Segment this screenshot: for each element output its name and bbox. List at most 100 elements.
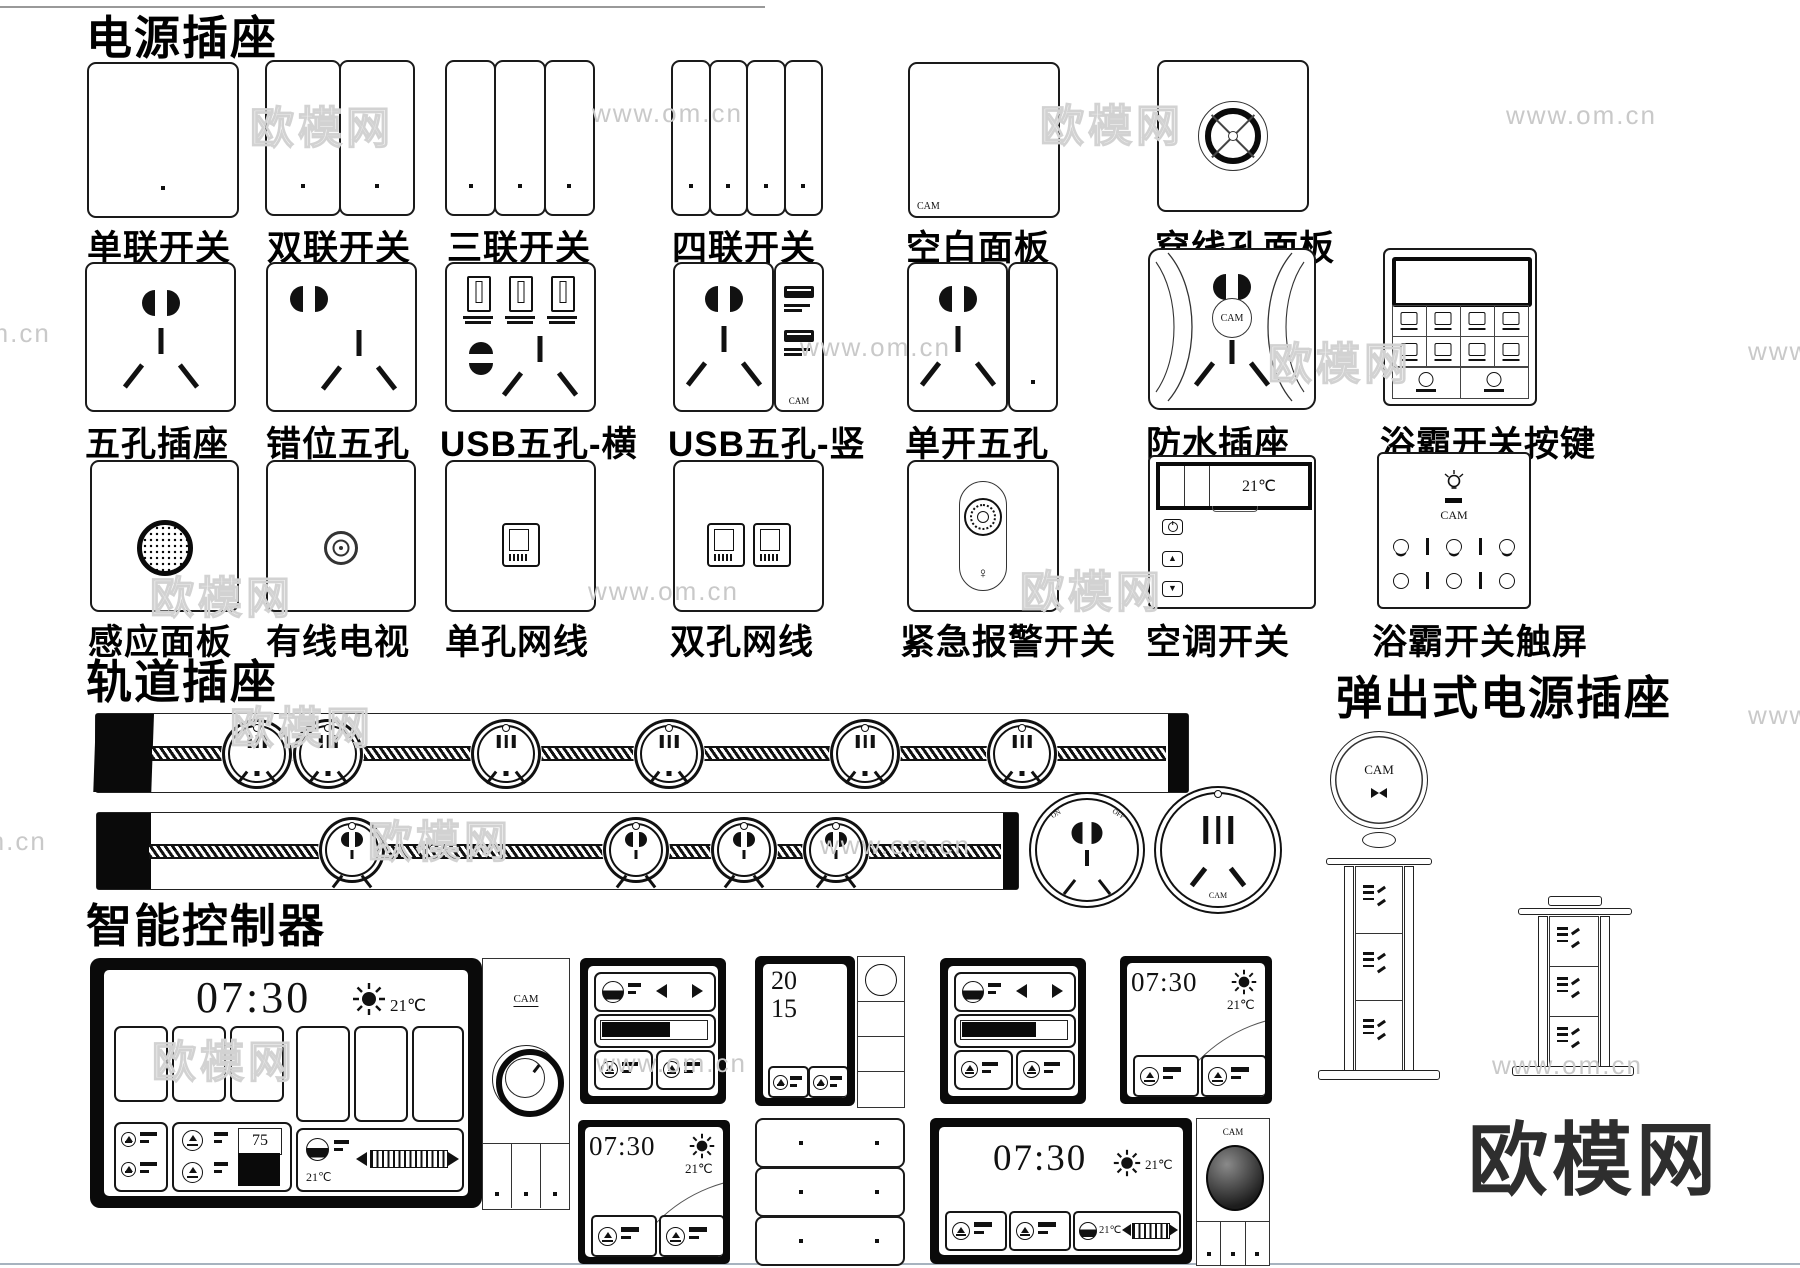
tv-connector-icon bbox=[324, 530, 358, 565]
track-socket-round bbox=[228, 724, 286, 785]
adapter-off-label: OFF bbox=[1111, 807, 1127, 821]
bath-button bbox=[1493, 335, 1529, 368]
progress-row bbox=[954, 1014, 1076, 1048]
left-arrow bbox=[1016, 984, 1027, 998]
popup-tabletop bbox=[1518, 908, 1632, 915]
level-fill bbox=[238, 1153, 280, 1186]
fan-key bbox=[659, 1215, 723, 1257]
popup-base bbox=[1512, 1066, 1634, 1076]
panel-bath-heater-buttons bbox=[1383, 248, 1537, 406]
fan-control-box bbox=[114, 1122, 168, 1192]
pin-ground bbox=[1229, 340, 1235, 364]
track-socket-5hole bbox=[717, 822, 771, 889]
temp-readout: 21℃ bbox=[390, 996, 427, 1015]
touch-circle bbox=[1393, 539, 1409, 554]
main-screen: 07:30 21℃ bbox=[104, 970, 468, 1196]
panel-switched-socket-switch bbox=[1008, 262, 1058, 412]
switch-dot bbox=[301, 184, 305, 188]
ac-power-button bbox=[1162, 519, 1183, 535]
bath-button bbox=[1459, 304, 1495, 337]
pin3-icon bbox=[1186, 850, 1250, 888]
controller-screen: 07:30 21℃ bbox=[585, 1127, 723, 1257]
progress-row bbox=[594, 1014, 716, 1048]
panel-single-switch bbox=[87, 62, 239, 218]
usb-port-icon bbox=[784, 330, 814, 342]
scene-button bbox=[354, 1026, 408, 1122]
track-strip-2 bbox=[96, 812, 1019, 890]
section-title-smart: 智能控制器 bbox=[86, 900, 326, 952]
smart-controller-a bbox=[580, 958, 726, 1104]
mode-row bbox=[594, 972, 716, 1012]
right-arrow bbox=[1052, 984, 1063, 998]
temp-readout: 21℃ bbox=[1145, 1157, 1173, 1172]
switch-dot bbox=[161, 186, 165, 190]
rj45-icon bbox=[753, 522, 791, 567]
brand-mark: CAM bbox=[513, 993, 539, 1007]
progress-fill bbox=[961, 1021, 1036, 1037]
bath-big-buttons bbox=[1391, 365, 1529, 399]
pin2-icon bbox=[290, 286, 328, 312]
dimmer-icon bbox=[1079, 1222, 1097, 1240]
slider-temp: 21℃ bbox=[306, 1170, 332, 1184]
panel-socket-staggered bbox=[266, 262, 417, 412]
switch-dot bbox=[567, 184, 572, 188]
track-socket-5hole bbox=[809, 822, 863, 889]
smart-controller-clock: 20 15 bbox=[755, 956, 855, 1106]
switch-dot bbox=[763, 184, 768, 188]
rj45-icon bbox=[707, 522, 745, 567]
label-usb-vertical: USB五孔-竖 bbox=[668, 425, 866, 464]
smart-controller-e: 07:30 21℃ bbox=[578, 1120, 730, 1264]
fan-key bbox=[1133, 1055, 1199, 1097]
bath-display bbox=[1392, 257, 1532, 307]
dark-knob bbox=[1206, 1145, 1264, 1211]
watermark-url-partial: www. bbox=[1748, 700, 1800, 730]
panel-cable-hole bbox=[1157, 60, 1309, 212]
fan-key bbox=[594, 1050, 653, 1090]
slider-right-arrow bbox=[1169, 1224, 1178, 1236]
scene-button bbox=[296, 1026, 350, 1122]
track-endcap bbox=[1003, 813, 1018, 889]
controller-screen: 07:30 21℃ bbox=[1127, 963, 1265, 1097]
ac-display-notch bbox=[1212, 506, 1258, 512]
clock-hour: 20 bbox=[771, 966, 797, 995]
panel-usb-5hole-horizontal bbox=[445, 262, 596, 412]
panel-usb-5hole-vertical-strip: CAM bbox=[774, 262, 824, 412]
label-double-switch: 双联开关 bbox=[267, 229, 412, 268]
label-bath-touch: 浴霸开关触屏 bbox=[1372, 623, 1589, 662]
scene-button bbox=[412, 1026, 464, 1122]
switch-cell bbox=[783, 60, 823, 216]
panel-ac-switch: 21℃ ▲ ▼ bbox=[1148, 455, 1316, 609]
panel-network-double bbox=[673, 460, 824, 612]
label-single-switch: 单联开关 bbox=[87, 229, 232, 268]
pin3-icon bbox=[682, 326, 766, 388]
popup-neck bbox=[1362, 832, 1396, 848]
scene-button bbox=[172, 1026, 226, 1102]
switch-dot bbox=[726, 184, 731, 188]
touch-circle bbox=[1499, 572, 1515, 589]
knob-side-panel: CAM bbox=[482, 958, 570, 1210]
pin2-icon bbox=[141, 290, 180, 316]
dimmer-icon bbox=[306, 1138, 329, 1161]
pin3-icon bbox=[498, 336, 582, 398]
slider-key: 21℃ bbox=[1073, 1211, 1181, 1251]
bottom-keys bbox=[1197, 1221, 1269, 1266]
track-socket-round bbox=[477, 724, 535, 785]
label-cable-tv: 有线电视 bbox=[266, 623, 411, 662]
sun-icon bbox=[689, 1133, 715, 1159]
brand-mark: CAM bbox=[1440, 508, 1468, 522]
brand-badge: CAM bbox=[1212, 298, 1252, 338]
progress-fill bbox=[601, 1021, 670, 1037]
panel-emergency-alarm: ♀ bbox=[907, 460, 1059, 612]
track-endcap bbox=[1168, 714, 1188, 792]
brand-mark: CAM bbox=[1208, 891, 1228, 900]
switch-dot bbox=[1031, 380, 1035, 384]
label-network-single: 单孔网线 bbox=[445, 623, 590, 662]
touch-circle bbox=[1393, 572, 1409, 589]
pin3-icon bbox=[119, 328, 203, 390]
controller-screen: 07:30 21℃ 21℃ bbox=[939, 1127, 1183, 1255]
ac-temp: 21℃ bbox=[1242, 478, 1276, 495]
popup-column bbox=[1344, 866, 1354, 1072]
panel-network-single bbox=[445, 460, 596, 612]
popup-top-cap-2 bbox=[1548, 896, 1602, 906]
track-endcap bbox=[97, 813, 151, 889]
